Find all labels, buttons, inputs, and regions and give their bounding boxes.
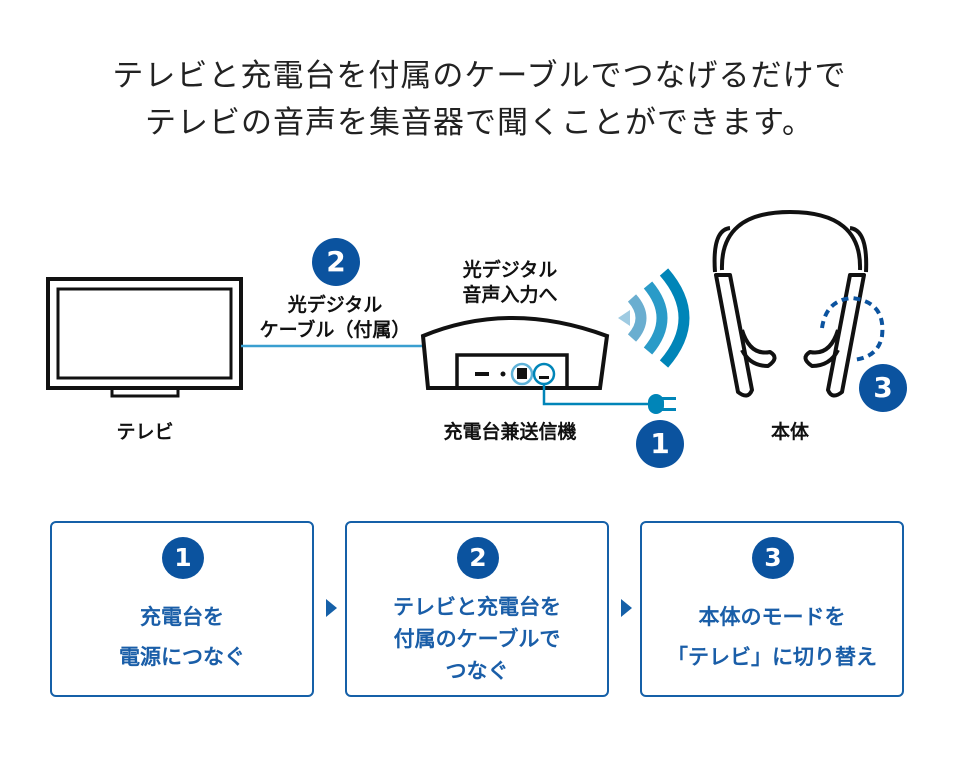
step-line: 本体のモードを [698,605,846,629]
step-number: 1 [162,537,204,579]
step-line: 電源につなぐ [119,645,245,669]
input-label: 光デジタル 音声入力へ [430,258,590,308]
headset-label: 本体 [770,421,809,443]
power-plug-icon [648,394,676,414]
step-badge-2: 2 [312,238,360,286]
wireless-signal-icon [618,268,690,368]
step-card-2: 2 テレビと充電台を 付属のケーブルで つなぐ [345,521,609,697]
tv-label: テレビ [116,421,174,443]
arrow-right-icon [326,599,337,617]
step-card-3: 3 本体のモードを 「テレビ」に切り替え [640,521,904,697]
power-cable [542,384,650,406]
step-card-1: 1 充電台を 電源につなぐ [50,521,314,697]
step-line: 充電台を [140,605,224,629]
step-number: 3 [752,537,794,579]
step-line: つなぐ [445,659,509,683]
headline-line-1: テレビと充電台を付属のケーブルでつなげるだけで [112,58,847,94]
cable-label-line-1: 光デジタル [287,294,383,316]
headset-icon [712,210,869,398]
step-line: 「テレビ」に切り替え [667,645,877,669]
step-badge-1: 1 [636,420,684,468]
cable-label-line-2: ケーブル（付属） [259,319,411,341]
arrow-right-icon [621,599,632,617]
step-number: 2 [457,537,499,579]
charger-icon [420,316,610,390]
step-text: 本体のモードを 「テレビ」に切り替え [642,601,902,673]
headline-line-2: テレビの音声を集音器で聞くことができます。 [145,105,814,141]
tv-icon [46,277,243,398]
mode-button-highlight [820,295,885,362]
step-line: テレビと充電台を [393,595,561,619]
charger-label: 充電台兼送信機 [443,421,577,443]
step-badge-3: 3 [859,364,907,412]
input-label-line-2: 音声入力へ [462,284,558,306]
step-line: 付属のケーブルで [393,627,561,651]
step-text: 充電台を 電源につなぐ [52,601,312,673]
cable-label: 光デジタル ケーブル（付属） [245,293,425,343]
step-text: テレビと充電台を 付属のケーブルで つなぐ [347,591,607,687]
input-label-line-1: 光デジタル [462,259,558,281]
